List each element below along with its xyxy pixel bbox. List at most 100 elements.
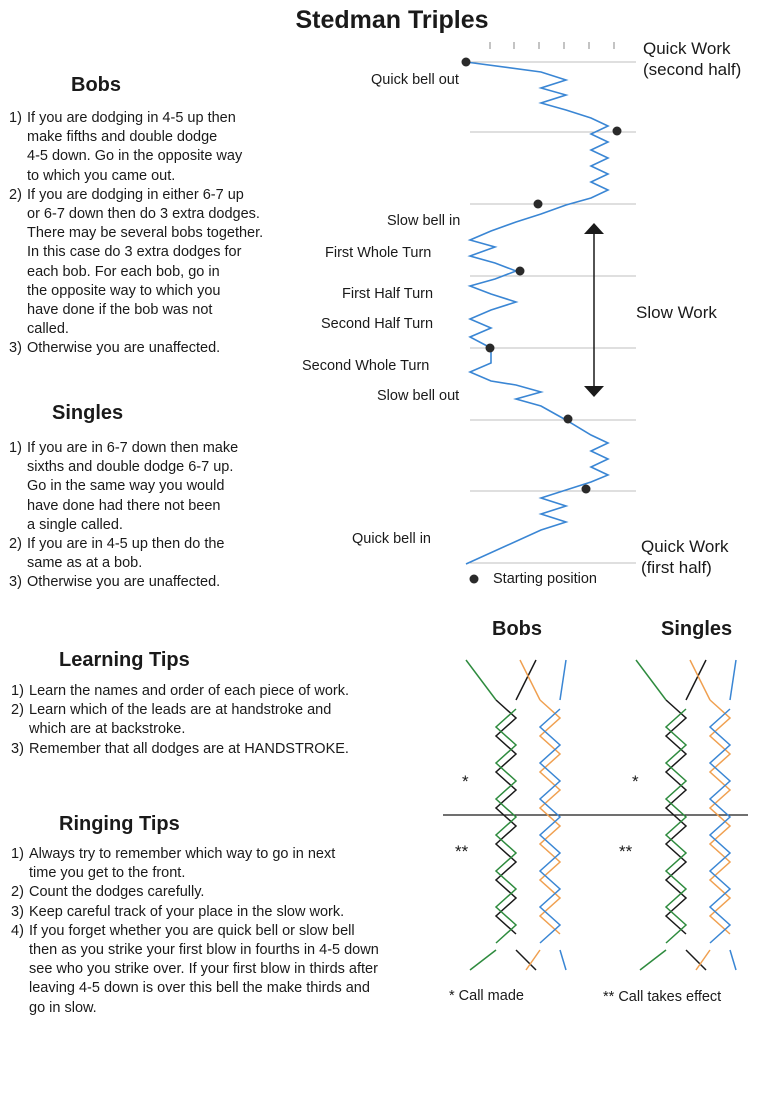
quick-work-first-half-label: Quick Work (first half) xyxy=(641,537,729,577)
list-item-line: time you get to the front. xyxy=(29,865,186,882)
list-item-line: If you are in 4-5 up then do the xyxy=(27,536,225,553)
list-item: 3) Keep careful track of your place in th… xyxy=(11,903,431,922)
learning-tips-heading: Learning Tips xyxy=(59,649,190,671)
list-item-line: which are at backstroke. xyxy=(29,721,186,738)
list-item: 1) Learn the names and order of each piec… xyxy=(11,682,411,701)
label-slow-bell-in: Slow bell in xyxy=(387,213,461,229)
list-item-line: the opposite way to which you xyxy=(27,282,221,299)
green-working-line xyxy=(664,708,688,944)
bobs-plain-lines xyxy=(465,659,567,971)
call-made-note: * Call made xyxy=(449,988,524,1004)
list-item-number: 2) xyxy=(11,884,24,901)
blue-line xyxy=(465,61,610,565)
black-working-line xyxy=(664,699,688,935)
list-item-line: Learn the names and order of each piece … xyxy=(29,683,349,699)
singles-heading: Singles xyxy=(52,402,124,424)
call-takes-effect-note: ** Call takes effect xyxy=(603,989,722,1005)
singles-effect-stars: ** xyxy=(619,842,633,861)
list-item: 2) If you are dodging in either 6-7 up or … xyxy=(9,186,309,340)
list-item-number: 2) xyxy=(9,536,22,553)
list-item-line: If you are in 6-7 down then make xyxy=(27,440,239,456)
list-item-line: Count the dodges carefully. xyxy=(29,884,205,901)
black-exit-line xyxy=(515,949,537,971)
green-exit-line xyxy=(639,949,667,971)
green-entry-line xyxy=(635,659,667,701)
list-item: 4)If you forget whether you are quick be… xyxy=(11,922,431,1018)
list-item-line: have done had there not been xyxy=(27,497,221,514)
list-item-line: Keep careful track of your place in the … xyxy=(29,903,345,920)
list-item-number: 1) xyxy=(11,846,24,862)
ringing-tips-heading: Ringing Tips xyxy=(59,813,180,835)
list-item-line: Otherwise you are unaffected. xyxy=(27,574,221,591)
list-item-number: 3) xyxy=(11,903,24,920)
orange-exit-line xyxy=(695,949,711,971)
list-item-line: Always try to remember which way to go i… xyxy=(29,846,336,862)
label-starting-position: Starting position xyxy=(493,571,597,587)
bobs-effect-stars: ** xyxy=(455,842,469,861)
list-item-line: sixths and double dodge 6-7 up. xyxy=(27,459,234,476)
label-second-half-turn: Second Half Turn xyxy=(321,316,434,332)
list-item: 1) Always try to remember which way to go… xyxy=(11,845,431,883)
list-item-number: 1) xyxy=(11,683,24,699)
list-item-number: 1) xyxy=(9,110,22,126)
list-item-number: 2) xyxy=(9,186,22,203)
list-item-line: In this case do 3 extra dodges for xyxy=(27,244,242,261)
list-item-line: leaving 4-5 down is over this bell the m… xyxy=(29,980,370,997)
list-item: 3) Otherwise you are unaffected. xyxy=(9,573,309,592)
page-title: Stedman Triples xyxy=(295,6,489,34)
list-item-number: 2) xyxy=(11,702,24,719)
list-item-number: 3) xyxy=(9,340,22,357)
list-item-line: or 6-7 down then do 3 extra dodges. xyxy=(27,206,260,223)
list-item-line: each bob. For each bob, go in xyxy=(27,263,220,280)
list-item: 3) Remember that all dodges are at HANDST… xyxy=(11,740,411,759)
singles-call-star: * xyxy=(632,772,639,791)
list-item-number: 1) xyxy=(9,440,22,456)
black-entry-line xyxy=(685,659,707,701)
list-item-line: If you forget whether you are quick bell… xyxy=(29,922,355,939)
blue-entry-line xyxy=(559,659,567,701)
label-second-whole-turn: Second Whole Turn xyxy=(302,358,430,374)
slow-work-label: Slow Work xyxy=(636,303,717,322)
singles-list: 1) If you are in 6-7 down then make sixths… xyxy=(9,439,309,593)
blue-exit-line xyxy=(559,949,567,971)
list-item: 3) Otherwise you are unaffected. xyxy=(9,339,309,358)
blue-entry-line xyxy=(729,659,737,701)
list-item-line: then as you strike your first blow in fo… xyxy=(29,942,379,959)
quick-work-second-half-label: Quick Work (second half) xyxy=(643,39,742,79)
bobs-heading: Bobs xyxy=(71,74,121,96)
bobs-call-star: * xyxy=(462,772,469,791)
list-item-number: 3) xyxy=(9,574,22,591)
list-item-number: 3) xyxy=(11,740,24,757)
label-slow-bell-out: Slow bell out xyxy=(377,388,460,404)
orange-exit-line xyxy=(525,949,541,971)
list-item: 1) If you are in 6-7 down then make sixths… xyxy=(9,439,309,535)
blue-exit-line xyxy=(729,949,737,971)
orange-entry-line xyxy=(689,659,711,701)
list-item-line: 4-5 down. Go in the opposite way xyxy=(27,148,243,165)
row-lines xyxy=(470,61,636,564)
list-item-line: go in slow. xyxy=(29,999,97,1016)
label-first-half-turn: First Half Turn xyxy=(342,286,434,302)
orange-working-line xyxy=(708,699,732,935)
list-item-line: If you are dodging in either 6-7 up xyxy=(27,186,244,203)
singles-plain-lines xyxy=(635,659,737,971)
list-item: 2)Learn which of the leads are at handst… xyxy=(11,701,411,739)
blue-working-line xyxy=(538,708,562,944)
ringing-tips-list: 1) Always try to remember which way to go… xyxy=(11,845,431,1018)
list-item: 2) Count the dodges carefully. xyxy=(11,883,431,902)
label-quick-bell-out: Quick bell out xyxy=(371,72,459,88)
green-working-line xyxy=(494,708,518,944)
slow-work-arrow xyxy=(584,223,604,397)
calls-singles-heading: Singles xyxy=(661,618,733,640)
calls-bobs-heading: Bobs xyxy=(492,618,542,640)
list-item-line: Remember that all dodges are at HANDSTRO… xyxy=(29,740,349,757)
label-quick-bell-in: Quick bell in xyxy=(352,531,431,547)
orange-working-line xyxy=(538,699,562,935)
list-item-line: Otherwise you are unaffected. xyxy=(27,340,221,357)
list-item-line: see who you strike over. If your first b… xyxy=(29,961,378,978)
green-entry-line xyxy=(465,659,497,701)
